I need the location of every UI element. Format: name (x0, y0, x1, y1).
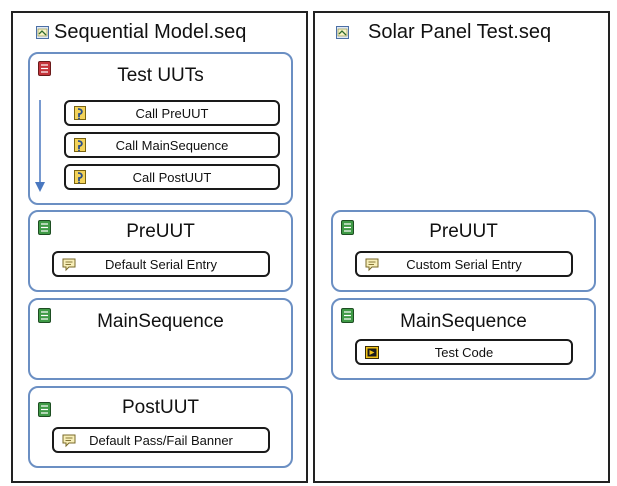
message-popup-icon (62, 258, 76, 272)
step-custom-serial-entry[interactable]: Custom Serial Entry (355, 251, 573, 277)
green-sequence-icon (38, 220, 51, 235)
sequence-title: PreUUT (126, 221, 195, 242)
step-default-pass-fail-banner[interactable]: Default Pass/Fail Banner (52, 427, 270, 453)
step-label: Test Code (434, 345, 494, 360)
step-label: Custom Serial Entry (406, 257, 522, 272)
step-test-code[interactable]: Test Code (355, 339, 573, 365)
step-label: Call PostUUT (132, 170, 212, 185)
green-sequence-icon (38, 402, 51, 417)
step-default-serial-entry[interactable]: Default Serial Entry (52, 251, 270, 277)
solar-panel-test-file-panel: Solar Panel Test.seq PreUUT Custom Seria… (313, 11, 610, 483)
sequence-title: MainSequence (400, 311, 527, 332)
sequence-title: PostUUT (121, 397, 200, 418)
sequence-file-icon (336, 26, 349, 39)
labview-vi-icon (365, 346, 379, 359)
sequence-mainsequence[interactable]: MainSequence (28, 298, 293, 380)
file-title: Sequential Model.seq (54, 21, 247, 43)
sequence-call-icon (74, 138, 86, 152)
message-popup-icon (365, 258, 379, 272)
red-sequence-icon (38, 61, 51, 76)
step-call-postuut[interactable]: Call PostUUT (64, 164, 280, 190)
file-title: Solar Panel Test.seq (368, 21, 552, 43)
step-label: Call MainSequence (115, 138, 229, 153)
sequence-file-icon (36, 26, 49, 39)
sequence-call-icon (74, 170, 86, 184)
sequence-title: MainSequence (97, 311, 224, 332)
sequence-preuut[interactable]: PreUUT Custom Serial Entry (331, 210, 596, 292)
green-sequence-icon (341, 308, 354, 323)
step-call-mainsequence[interactable]: Call MainSequence (64, 132, 280, 158)
step-call-preuut[interactable]: Call PreUUT (64, 100, 280, 126)
sequence-call-icon (74, 106, 86, 120)
step-label: Call PreUUT (135, 106, 209, 121)
message-popup-icon (62, 434, 76, 448)
execution-flow-arrow (35, 100, 45, 192)
step-label: Default Pass/Fail Banner (89, 433, 233, 448)
green-sequence-icon (38, 308, 51, 323)
step-label: Default Serial Entry (105, 257, 217, 272)
sequence-preuut[interactable]: PreUUT Default Serial Entry (28, 210, 293, 292)
sequence-postuut[interactable]: PostUUT Default Pass/Fail Banner (28, 386, 293, 468)
sequence-title: PreUUT (429, 221, 498, 242)
sequential-model-file-panel: Sequential Model.seq Test UUTs Call PreU… (11, 11, 308, 483)
sequence-test-uuts[interactable]: Test UUTs Call PreUUT Call MainSequence (28, 52, 293, 205)
sequence-mainsequence[interactable]: MainSequence Test Code (331, 298, 596, 380)
green-sequence-icon (341, 220, 354, 235)
sequence-title: Test UUTs (117, 65, 204, 86)
